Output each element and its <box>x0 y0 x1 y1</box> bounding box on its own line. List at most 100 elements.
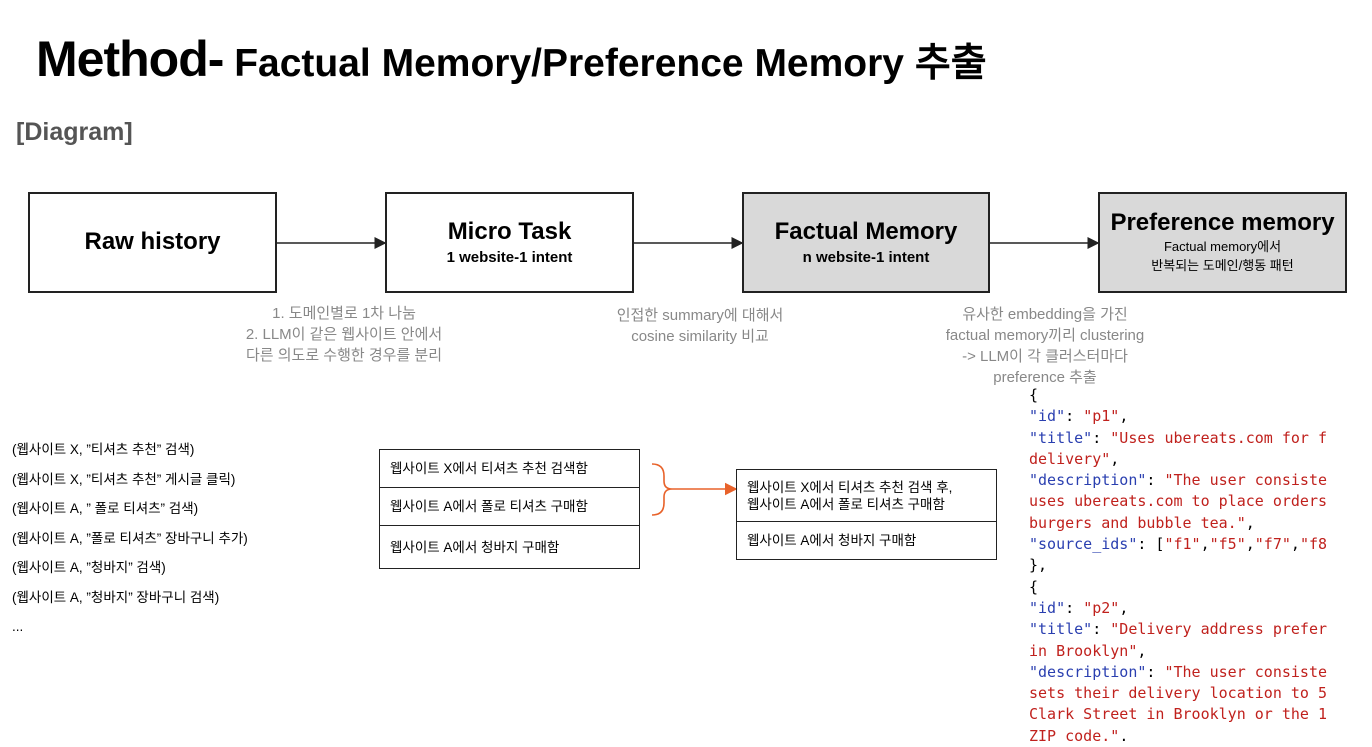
json-punct: , <box>1119 598 1129 617</box>
json-value: "f7" <box>1254 535 1291 554</box>
page-title-rest: Factual Memory/Preference Memory 추출 <box>223 42 987 85</box>
micro-task-heading: Micro Task <box>447 217 572 245</box>
json-value: "p2" <box>1083 598 1120 617</box>
code-line: uses ubereats.com to place orders <box>1029 491 1327 512</box>
json-punct: , <box>1137 641 1147 660</box>
code-line: { <box>1029 577 1327 598</box>
preference-memory-sub-line: Factual memory에서 <box>1163 238 1282 254</box>
code-line: "description": "The user consiste <box>1029 470 1327 491</box>
code-line: "description": "The user consiste <box>1029 662 1327 683</box>
json-punct: , <box>1110 449 1120 468</box>
note-line: 인접한 summary에 대해서 <box>616 307 784 324</box>
table-row: 웹사이트 A에서 청바지 구매함 <box>747 533 917 548</box>
list-item: (웹사이트 A, ”청바지” 검색) <box>12 560 166 575</box>
json-key: "description" <box>1029 471 1147 490</box>
note-step-1: 1. 도메인별로 1차 나눔 2. LLM이 같은 웹사이트 안에서 다른 의도… <box>226 303 462 366</box>
factual-memory-heading: Factual Memory <box>774 217 958 245</box>
note-line: -> LLM이 각 클러스터마다 <box>962 348 1128 365</box>
json-value: "f8 <box>1299 535 1328 554</box>
json-punct: : <box>1065 598 1084 617</box>
json-value: burgers and bubble tea." <box>1029 513 1246 532</box>
micro-task-sub: 1 website-1 intent <box>446 249 573 267</box>
json-value: delivery" <box>1029 449 1111 468</box>
page-title-main: Method- <box>36 31 224 87</box>
raw-history-list: (웹사이트 X, ”티셔츠 추천” 검색) (웹사이트 X, ”티셔츠 추천” … <box>12 440 248 647</box>
json-punct: , <box>1119 407 1129 426</box>
json-value: Clark Street in Brooklyn or the 1 <box>1029 705 1328 724</box>
json-value: "The user consiste <box>1164 662 1328 681</box>
json-value: "p1" <box>1083 407 1120 426</box>
json-punct: , <box>1245 535 1255 554</box>
table-row: 웹사이트 A에서 청바지 구매함 <box>390 539 560 555</box>
json-key: "title" <box>1029 428 1093 447</box>
json-punct: , <box>1200 535 1210 554</box>
note-step-2: 인접한 summary에 대해서 cosine similarity 비교 <box>590 305 810 347</box>
micro-task-table: 웹사이트 X에서 티셔츠 추천 검색함 웹사이트 A에서 폴로 티셔츠 구매함 … <box>379 449 640 569</box>
json-value: ZIP code." <box>1029 726 1120 745</box>
code-line: burgers and bubble tea.", <box>1029 513 1327 534</box>
factual-memory-sub: n website-1 intent <box>802 249 930 267</box>
json-punct: : <box>1146 662 1165 681</box>
code-line: delivery", <box>1029 449 1327 470</box>
json-key: "description" <box>1029 662 1147 681</box>
json-punct: : <box>1146 471 1165 490</box>
code-line: Clark Street in Brooklyn or the 1 <box>1029 704 1327 725</box>
micro-task-box: Micro Task 1 website-1 intent <box>385 192 634 293</box>
list-item: (웹사이트 X, ”티셔츠 추천” 게시글 클릭) <box>12 471 236 487</box>
note-step-3: 유사한 embedding을 가진 factual memory끼리 clust… <box>920 304 1170 388</box>
code-line: }, <box>1029 555 1327 576</box>
note-line: factual memory끼리 clustering <box>945 327 1145 344</box>
json-value: "The user consiste <box>1164 471 1328 490</box>
note-line: 유사한 embedding을 가진 <box>962 306 1128 323</box>
raw-history-heading: Raw history <box>84 228 221 256</box>
json-value: "Uses ubereats.com for f <box>1110 428 1328 447</box>
factual-memory-table: 웹사이트 X에서 티셔츠 추천 검색 후, 웹사이트 A에서 폴로 티셔츠 구매… <box>736 469 997 560</box>
json-key: "title" <box>1029 620 1093 639</box>
json-value: uses ubereats.com to place orders <box>1029 492 1328 511</box>
preference-memory-sub-line: 반복되는 도메인/행동 패턴 <box>1151 257 1294 273</box>
merge-bracket <box>651 463 673 516</box>
json-punct: , <box>1245 513 1255 532</box>
list-item: (웹사이트 A, ”폴로 티셔츠” 장바구니 추가) <box>12 530 248 546</box>
list-item: (웹사이트 A, ” 폴로 티셔츠” 검색) <box>12 501 199 516</box>
json-key: "id" <box>1029 407 1066 426</box>
note-line: preference 추출 <box>993 369 1097 386</box>
code-line: { <box>1029 385 1327 406</box>
table-row: 웹사이트 A에서 폴로 티셔츠 구매함 <box>380 488 639 526</box>
code-line: "title": "Delivery address prefer <box>1029 619 1327 640</box>
preference-memory-box: Preference memory Factual memory에서 반복되는 … <box>1098 192 1347 293</box>
preference-json-code: {"id": "p1","title": "Uses ubereats.com … <box>1029 385 1327 747</box>
table-row: 웹사이트 X에서 티셔츠 추천 검색 후, 웹사이트 A에서 폴로 티셔츠 구매… <box>737 470 996 522</box>
json-punct: : <box>1065 407 1084 426</box>
table-row: 웹사이트 X에서 티셔츠 추천 검색함 <box>380 450 639 488</box>
json-value: "Delivery address prefer <box>1110 620 1328 639</box>
json-punct: }, <box>1029 556 1048 575</box>
note-line: 다른 의도로 수행한 경우를 분리 <box>245 347 443 364</box>
code-line: "source_ids": ["f1","f5","f7","f8 <box>1029 534 1327 555</box>
list-item: ... <box>12 619 24 634</box>
preference-memory-heading: Preference memory <box>1110 209 1335 237</box>
code-line: "id": "p1", <box>1029 406 1327 427</box>
json-punct: . <box>1119 726 1129 745</box>
json-value: "f1" <box>1164 535 1201 554</box>
note-line: cosine similarity 비교 <box>631 328 769 345</box>
json-punct: { <box>1029 577 1039 596</box>
json-punct: { <box>1029 386 1039 404</box>
factual-memory-box: Factual Memory n website-1 intent <box>742 192 990 293</box>
json-key: "source_ids" <box>1029 535 1138 554</box>
json-punct: , <box>1290 535 1300 554</box>
json-value: sets their delivery location to 5 <box>1029 684 1328 703</box>
page-title: Method- Factual Memory/Preference Memory… <box>36 30 987 88</box>
code-line: in Brooklyn", <box>1029 641 1327 662</box>
json-punct: : <box>1092 620 1111 639</box>
code-line: "id": "p2", <box>1029 598 1327 619</box>
list-item: (웹사이트 A, ”청바지” 장바구니 검색) <box>12 589 220 605</box>
code-line: sets their delivery location to 5 <box>1029 683 1327 704</box>
code-line: ZIP code.". <box>1029 726 1327 747</box>
json-value: "f5" <box>1209 535 1246 554</box>
list-item: (웹사이트 X, ”티셔츠 추천” 검색) <box>12 442 195 457</box>
json-punct: : <box>1092 428 1111 447</box>
raw-history-box: Raw history <box>28 192 277 293</box>
section-subtitle: [Diagram] <box>16 118 133 146</box>
